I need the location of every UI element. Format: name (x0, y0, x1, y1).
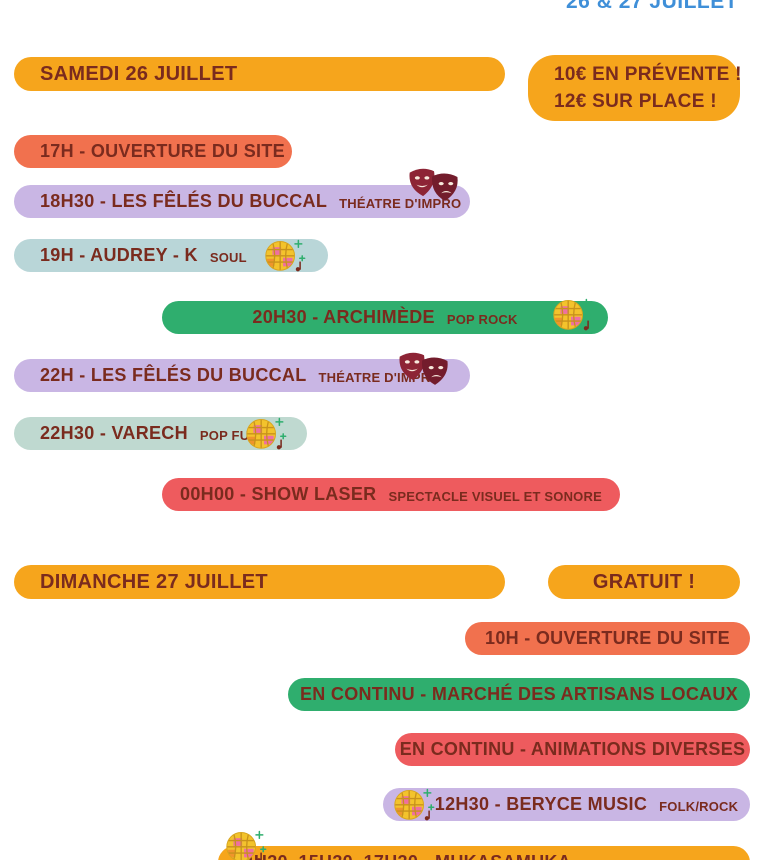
event-pill-sat-archimede: 20H30 - ARCHIMÈDE POP ROCK (162, 301, 608, 334)
event-subtitle: THÉATRE D'IMPRO (339, 196, 462, 211)
disco-ball-icon (222, 820, 268, 860)
saturday-price-pill: 10€ EN PRÉVENTE ! 12€ SUR PLACE ! (528, 55, 742, 121)
event-pill-sun-marche: EN CONTINU - MARCHÉ DES ARTISANS LOCAUX (288, 678, 750, 711)
event-subtitle: FANFARE ECLECTIQUE (583, 857, 735, 860)
event-title: 22H30 - VARECH (40, 423, 188, 443)
event-subtitle: FOLK/ROCK (659, 799, 739, 814)
theater-masks-icon (406, 166, 464, 208)
event-title: 14H30, 15H30, 17H30 - MUKASAMUKA (233, 852, 571, 860)
saturday-header-pill: SAMEDI 26 JUILLET (14, 57, 505, 91)
disco-ball-icon (549, 288, 595, 334)
event-subtitle: POP ROCK (446, 312, 518, 327)
event-title: 18H30 - LES FÊLÉS DU BUCCAL (40, 191, 328, 211)
event-title: 12H30 - BERYCE MUSIC (434, 794, 648, 814)
sunday-header-label: DIMANCHE 27 JUILLET (40, 570, 268, 593)
saturday-header-label: SAMEDI 26 JUILLET (40, 62, 238, 85)
event-subtitle: SPECTACLE VISUEL ET SONORE (388, 489, 602, 504)
event-title: 00H00 - SHOW LASER (180, 484, 377, 504)
event-pill-sat-ouverture: 17H - OUVERTURE DU SITE (14, 135, 292, 168)
event-title: 10H - OUVERTURE DU SITE (485, 628, 730, 648)
event-pill-sat-show-laser: 00H00 - SHOW LASER SPECTACLE VISUEL ET S… (162, 478, 620, 511)
event-pill-sat-feles-18h30: 18H30 - LES FÊLÉS DU BUCCAL THÉATRE D'IM… (14, 185, 470, 218)
event-pill-sun-ouverture: 10H - OUVERTURE DU SITE (465, 622, 750, 655)
event-title: EN CONTINU - MARCHÉ DES ARTISANS LOCAUX (299, 684, 739, 704)
disco-ball-icon (242, 407, 288, 453)
price-line-1: 10€ EN PRÉVENTE ! (554, 64, 742, 85)
theater-masks-icon (396, 350, 454, 392)
event-title: 22H - LES FÊLÉS DU BUCCAL (40, 365, 307, 385)
price-line-2: 12€ SUR PLACE ! (554, 91, 717, 112)
event-title: 20H30 - ARCHIMÈDE (252, 307, 435, 327)
event-title: EN CONTINU - ANIMATIONS DIVERSES (399, 739, 746, 759)
top-dates-label: 26 & 27 JUILLET (566, 0, 739, 13)
event-subtitle: SOUL (209, 250, 247, 265)
event-pill-sun-animations: EN CONTINU - ANIMATIONS DIVERSES (395, 733, 750, 766)
sunday-price-pill: GRATUIT ! (548, 565, 740, 599)
disco-ball-icon (390, 778, 436, 824)
sunday-header-pill: DIMANCHE 27 JUILLET (14, 565, 505, 599)
event-pill-sun-beryce: 12H30 - BERYCE MUSIC FOLK/ROCK (383, 788, 750, 821)
event-title: 19H - AUDREY - K (40, 245, 198, 265)
gratuit-label: GRATUIT ! (592, 570, 696, 593)
event-title: 17H - OUVERTURE DU SITE (40, 141, 285, 161)
event-pill-sun-mukasamuka: 14H30, 15H30, 17H30 - MUKASAMUKA FANFARE… (218, 846, 750, 860)
disco-ball-icon (261, 229, 307, 275)
